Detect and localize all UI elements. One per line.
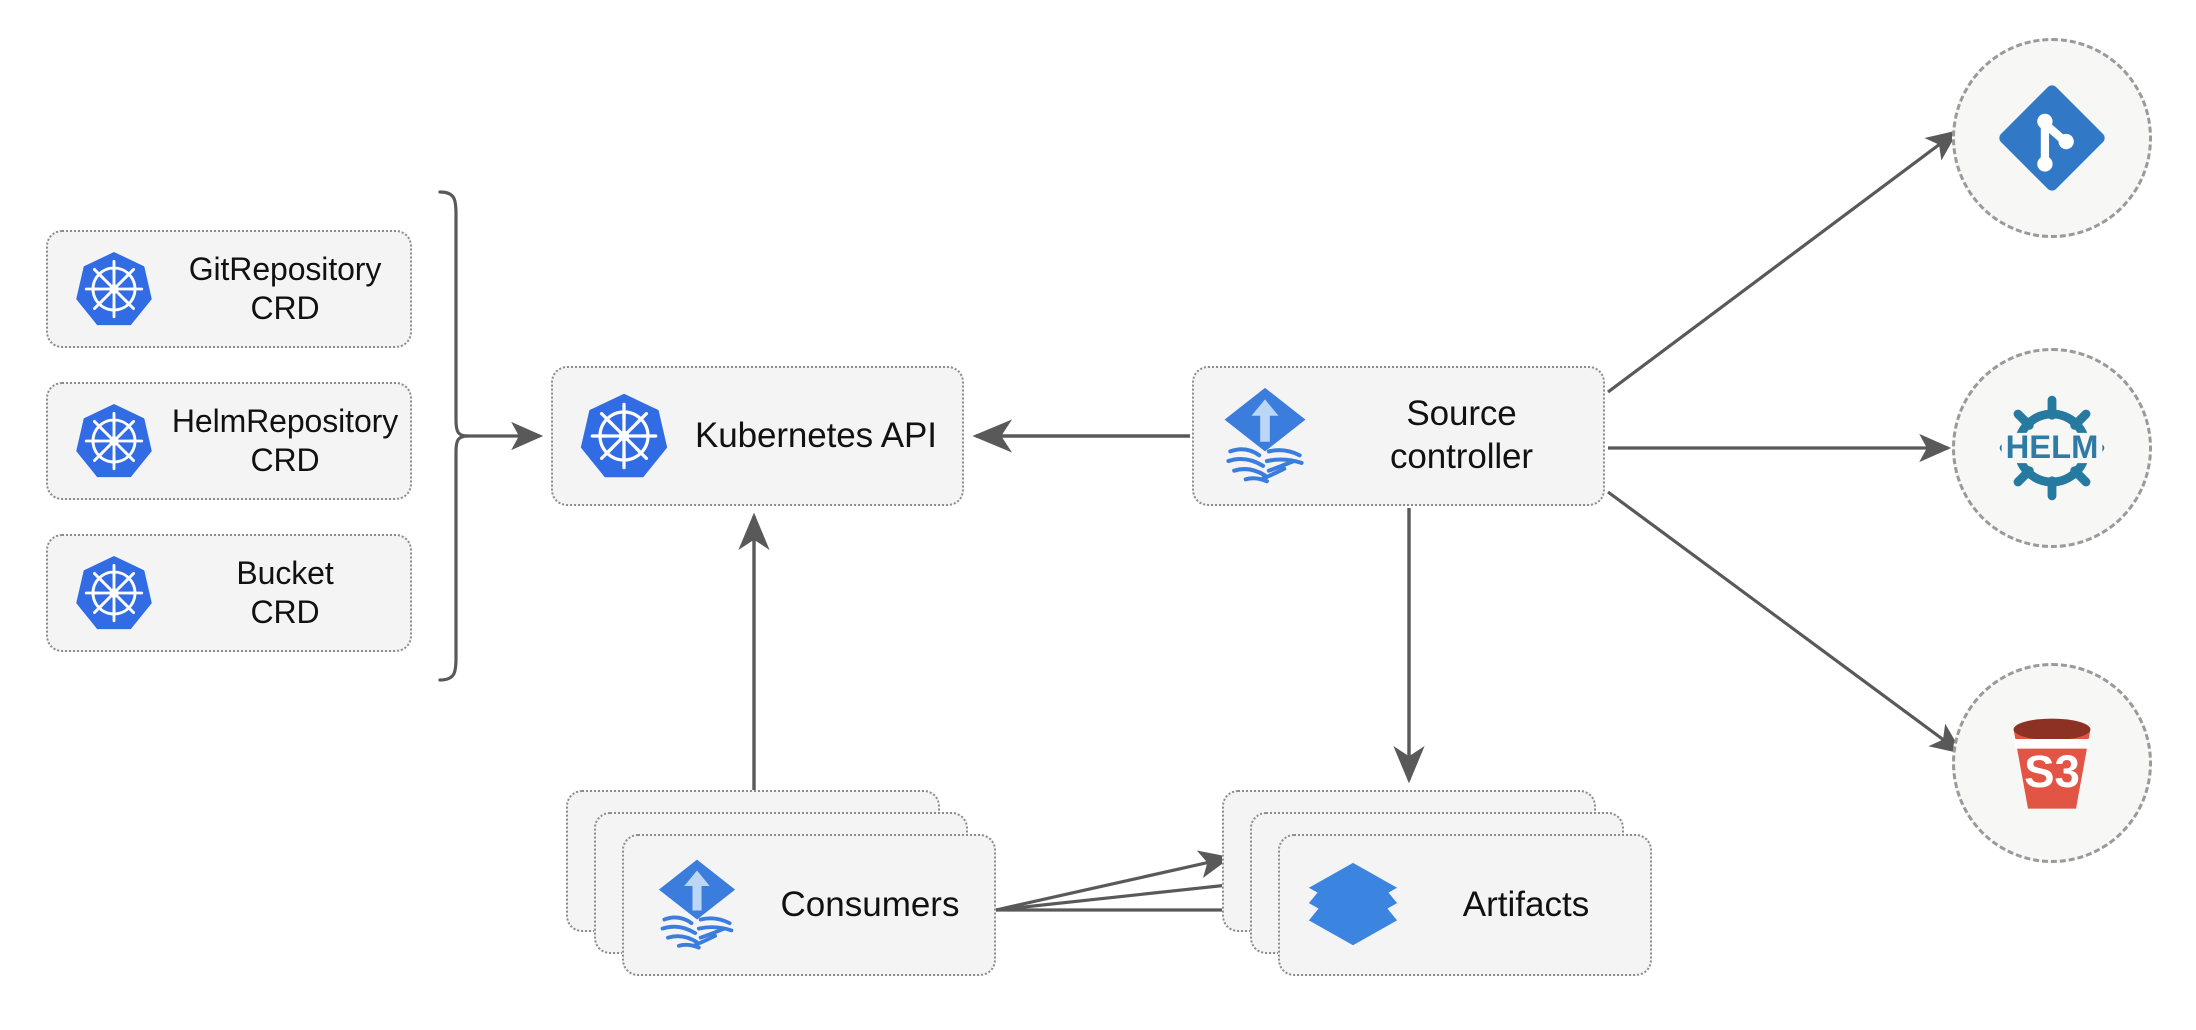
endpoint-helm[interactable]: HELM (1952, 348, 2152, 548)
node-label: Source controller (1390, 394, 1533, 476)
endpoint-git[interactable] (1952, 38, 2152, 238)
node-helmrepository-crd[interactable]: HelmRepository CRD (46, 382, 412, 500)
node-label: Consumers (780, 885, 960, 924)
node-artifacts[interactable]: Artifacts (1222, 790, 1652, 990)
node-label: Kubernetes API (695, 415, 937, 455)
stack-card-front[interactable]: Artifacts (1278, 834, 1652, 976)
flux-icon (1200, 384, 1330, 488)
helm-label: HELM (2006, 428, 2099, 465)
endpoint-s3[interactable]: S3 (1952, 663, 2152, 863)
node-label: Artifacts (1462, 885, 1590, 924)
kubernetes-icon (559, 388, 689, 484)
crd-group-brace (438, 190, 469, 682)
git-icon (1993, 79, 2111, 197)
s3-bucket-icon: S3 (1992, 703, 2112, 823)
node-consumers[interactable]: Consumers (566, 790, 996, 990)
node-label: Bucket CRD (236, 554, 334, 630)
edge-source-to-git (1607, 130, 1959, 394)
stack-card-front[interactable]: Consumers (622, 834, 996, 976)
helm-icon: HELM (1989, 385, 2115, 511)
node-label: HelmRepository CRD (171, 402, 399, 478)
kubernetes-icon (58, 247, 170, 331)
node-gitrepository-crd[interactable]: GitRepository CRD (46, 230, 412, 348)
node-label: GitRepository CRD (188, 250, 382, 326)
node-bucket-crd[interactable]: Bucket CRD (46, 534, 412, 652)
kubernetes-icon (58, 399, 170, 483)
edge-source-to-s3 (1607, 490, 1963, 754)
s3-label: S3 (2024, 746, 2080, 797)
flux-icon (632, 856, 762, 954)
layers-icon (1288, 859, 1418, 951)
kubernetes-icon (58, 551, 170, 635)
node-source-controller[interactable]: Source controller (1192, 366, 1605, 506)
node-kubernetes-api[interactable]: Kubernetes API (551, 366, 964, 506)
